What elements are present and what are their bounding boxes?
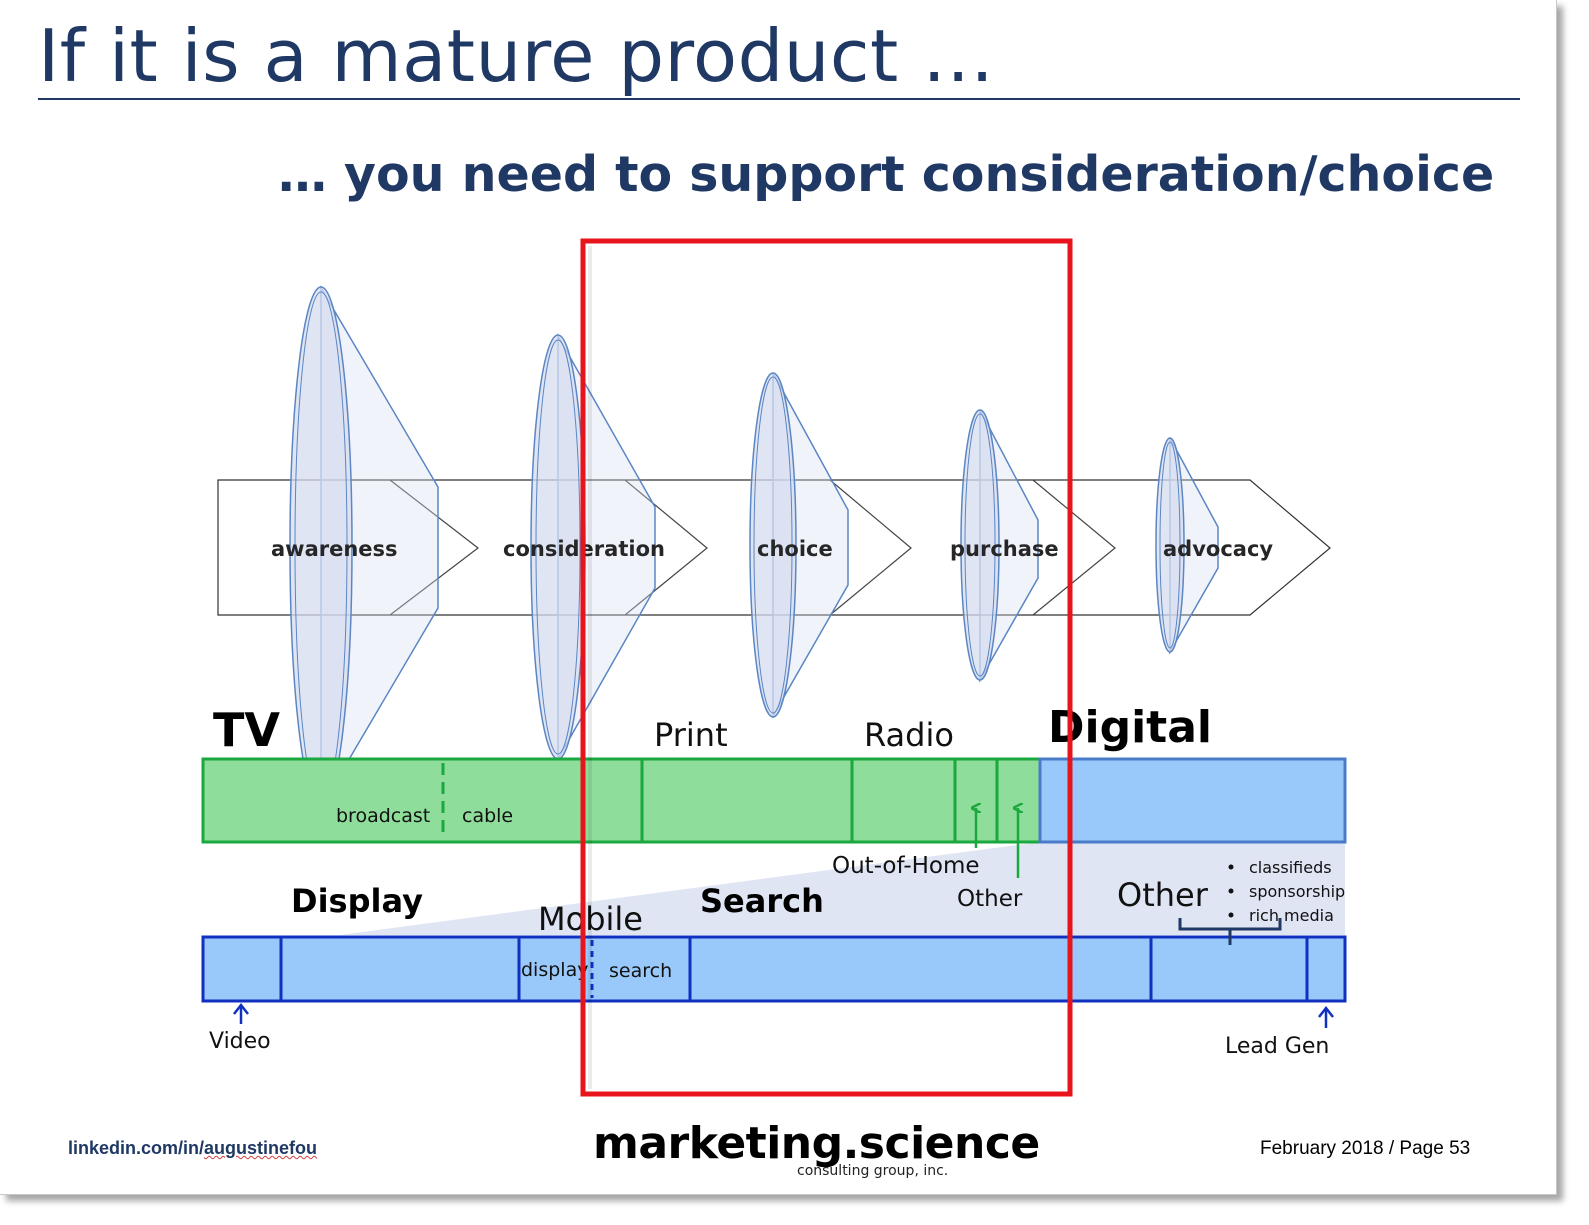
search-label: Search [700,882,824,920]
mobile-search-label: search [609,960,672,982]
other-items-brace [1178,918,1282,945]
other-digital-label: Other [1117,876,1209,914]
radio-label: Radio [864,716,954,754]
funnel-advocacy [1155,437,1219,655]
funnel-purchase [960,409,1039,683]
tv-label: TV [213,703,280,757]
other-traditional-label: Other [957,886,1023,912]
stage-label-awareness: awareness [271,537,398,561]
other-item-classifieds: classifieds [1249,858,1332,877]
funnel-awareness [289,285,439,810]
print-label: Print [654,716,728,754]
digital-label: Digital [1048,702,1212,753]
traditional-media-bar [201,757,1042,844]
linkedin-link[interactable]: linkedin.com/in/augustinefou [68,1138,317,1159]
highlight-box-shadow [588,246,592,1089]
lead-gen-arrow [1318,1005,1334,1028]
slide-subtitle: … you need to support consideration/choi… [278,146,1495,203]
other-item-rich-media: rich media [1249,906,1334,925]
title-rule [38,98,1520,100]
digital-channels-bar [201,935,1347,1003]
digital-expansion-wedge [340,842,1345,935]
digital-media-bar-top [1038,757,1347,844]
brand-subtitle: consulting group, inc. [797,1163,949,1179]
cable-label: cable [462,805,513,827]
video-arrow [233,1002,249,1024]
display-label: Display [291,882,423,920]
out-of-home-label: Out-of-Home [832,853,980,879]
video-label: Video [209,1029,271,1054]
slide-title: If it is a mature product … [38,14,995,98]
brand-logo-text: marketing.science [593,1118,1040,1169]
mobile-label: Mobile [538,900,643,938]
broadcast-label: broadcast [336,805,430,827]
stage-label-advocacy: advocacy [1163,537,1273,561]
stage-label-choice: choice [757,537,833,561]
other-item-sponsorship: sponsorship [1249,882,1345,901]
page-info: February 2018 / Page 53 [1260,1138,1471,1159]
mobile-display-label: display [521,959,588,981]
slide: If it is a mature product … … you need t… [0,0,1557,1195]
highlight-box [580,238,1073,1097]
funnel-choice [749,372,849,719]
linkedin-link-name: augustinefou [204,1138,318,1158]
lead-gen-label: Lead Gen [1225,1034,1329,1059]
linkedin-link-prefix: linkedin.com/in/ [68,1138,205,1158]
stage-label-purchase: purchase [950,537,1059,561]
